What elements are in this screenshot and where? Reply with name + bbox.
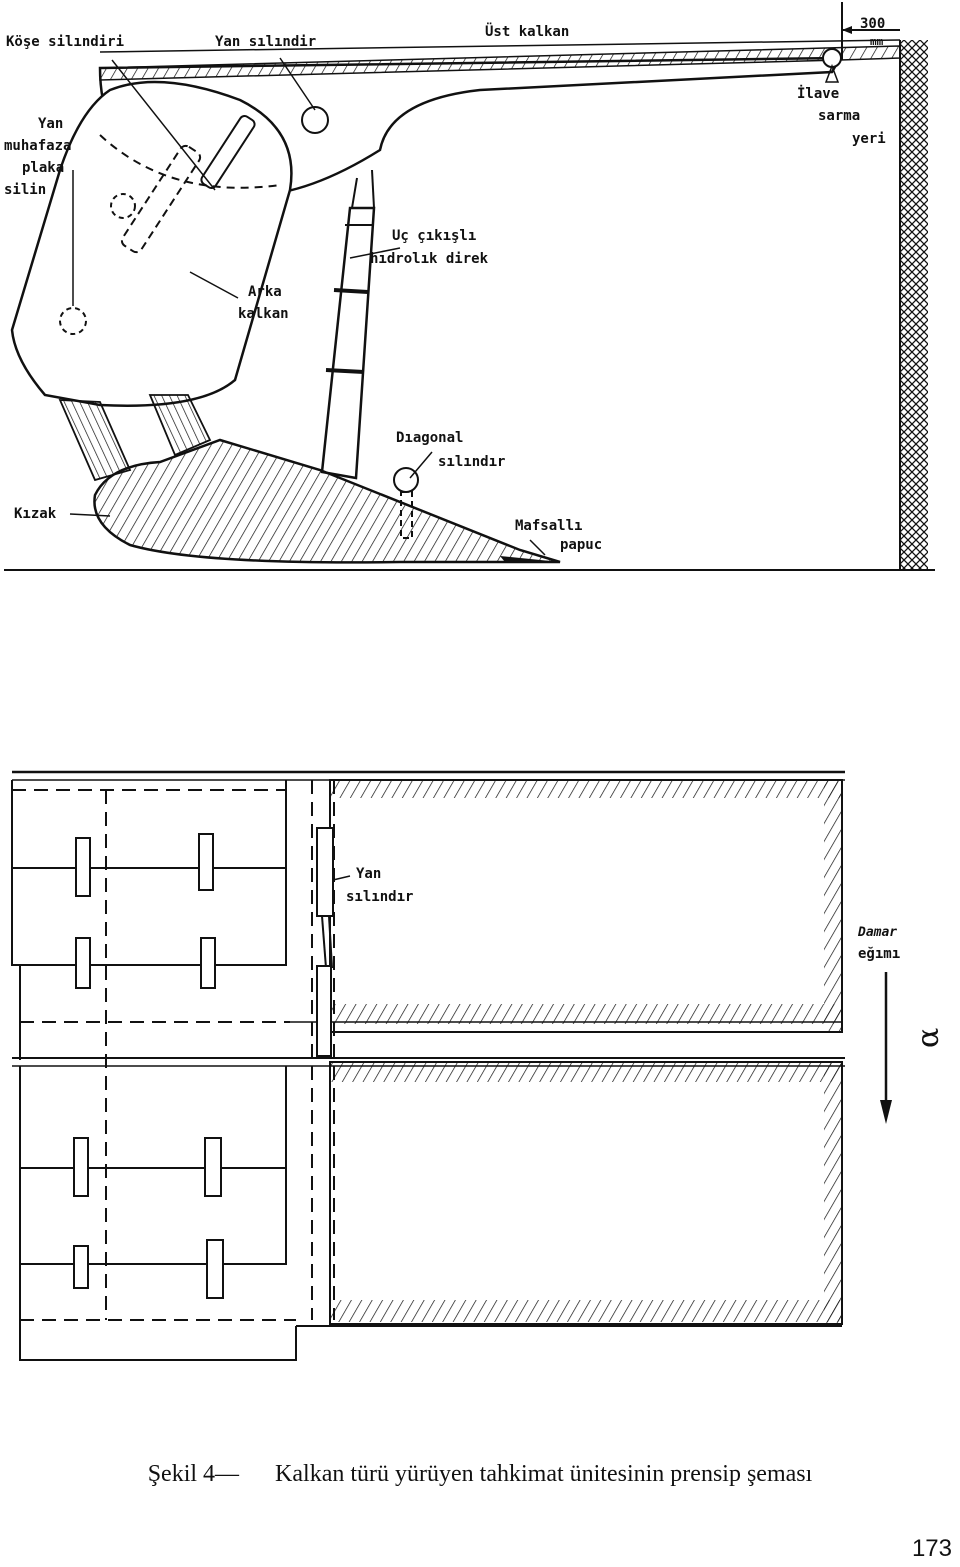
label-side-plate-1: Yan (38, 116, 63, 132)
page-number: 173 (911, 1535, 952, 1562)
label-corner-cylinder: Köşe silındiri (6, 34, 124, 50)
plan-view: Yan sılındır Damar eğımı α (11, 770, 946, 1361)
label-dim-mm: mm (870, 35, 884, 48)
corner-cylinder (120, 115, 256, 254)
lower-panel (329, 1061, 843, 1325)
figure-title: Kalkan türü yürüyen tahkimat ünitesinin … (275, 1461, 813, 1487)
label-side-plate-3: plaka (22, 160, 64, 176)
label-hyd-prop-2: hıdrolık direk (370, 251, 489, 267)
upper-panel (329, 779, 843, 1033)
label-rear-shield-1: Arka (248, 284, 282, 300)
label-plan-side-cyl-1: Yan (356, 866, 381, 882)
label-extra-1: İlave (797, 85, 839, 102)
label-dim-300: 300 (860, 16, 885, 32)
label-extra-2: sarma (818, 108, 860, 124)
label-hinged-shoe-2: papuc (560, 537, 602, 553)
figure-number: Şekil 4— (147, 1461, 240, 1487)
label-plan-side-cyl-2: sılındır (346, 889, 413, 905)
diagonal-cylinder (393, 451, 433, 539)
label-hyd-prop-1: Uç çıkışlı (392, 228, 476, 244)
support-cylinders (73, 833, 224, 1299)
label-side-plate-2: muhafaza (4, 138, 71, 154)
side-view: Köşe silındiri Yan sılındir Üst kalkan 3… (4, 2, 935, 571)
figure-caption: Şekil 4— Kalkan türü yürüyen tahkimat ün… (0, 1461, 960, 1488)
side-cylinder-plan (316, 827, 334, 1057)
label-skid: Kızak (14, 506, 57, 522)
coal-face (900, 40, 928, 570)
label-extra-3: yeri (852, 131, 886, 147)
diagram-canvas: Köşe silındiri Yan sılındir Üst kalkan 3… (4, 2, 946, 1361)
label-side-plate-4: silin (4, 182, 46, 198)
label-rear-shield-2: kalkan (238, 306, 289, 322)
label-side-cylinder: Yan sılındir (215, 34, 316, 50)
label-upper-canopy: Üst kalkan (485, 22, 569, 40)
label-dip-1: Damar (857, 925, 897, 940)
dip-arrow (880, 972, 892, 1124)
rear-shield-arka-kalkan (10, 80, 293, 407)
hydraulic-prop (320, 169, 376, 480)
label-diagonal-1: Dıagonal (396, 430, 463, 446)
link-arm-2 (148, 394, 212, 457)
label-alpha: α (911, 1028, 946, 1048)
link-arm-1 (58, 399, 132, 482)
label-dip-2: eğımı (858, 946, 900, 962)
label-hinged-shoe-1: Mafsallı (515, 518, 582, 534)
label-diagonal-2: sılındır (438, 454, 505, 470)
